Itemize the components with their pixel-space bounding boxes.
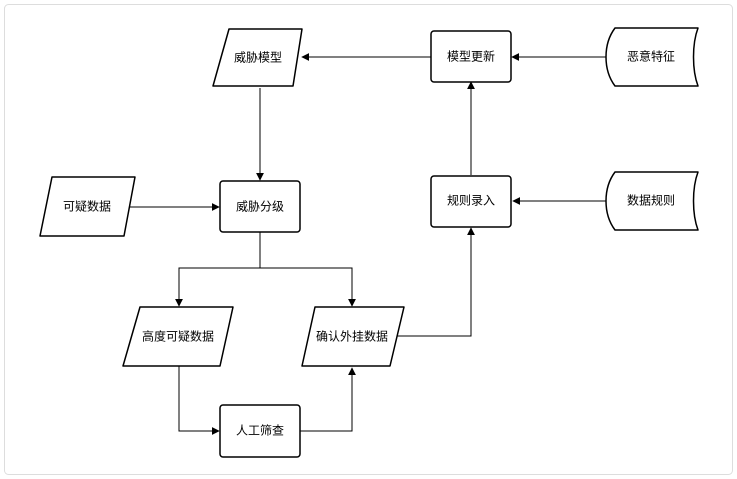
- node-model-update[interactable]: 模型更新: [430, 30, 512, 83]
- edge-highly-suspicious-to-manual-screening: [178, 366, 220, 435]
- edge-confirm-cheat-data-to-rule-entry: [394, 227, 475, 337]
- confirm-cheat-data-shape: [301, 306, 405, 367]
- threat-model-shape: [212, 28, 303, 87]
- suspicious-data-shape: [39, 176, 136, 237]
- malicious-features-shape: [605, 27, 699, 87]
- rule-entry-shape: [430, 175, 512, 228]
- threat-grading-shape: [219, 180, 301, 233]
- manual-screening-shape: [219, 404, 301, 458]
- threat-grading-label: 威胁分级: [236, 199, 284, 214]
- model-update-shape: [430, 30, 512, 83]
- node-rule-entry[interactable]: 规则录入: [430, 175, 512, 228]
- node-highly-suspicious-data[interactable]: 高度可疑数据: [122, 306, 234, 367]
- edge-manual-screening-to-confirm-cheat-data: [300, 367, 356, 432]
- threat-model-label: 威胁模型: [234, 50, 282, 65]
- node-manual-screening[interactable]: 人工筛查: [219, 404, 301, 458]
- edge-branch-to-highly-suspicious-data: [175, 267, 260, 307]
- node-suspicious-data[interactable]: 可疑数据: [39, 176, 136, 237]
- highly-suspicious-data-shape: [122, 306, 234, 367]
- node-threat-grading[interactable]: 威胁分级: [219, 180, 301, 233]
- edges: [128, 53, 606, 435]
- edge-branch-to-confirm-cheat-data: [260, 267, 356, 307]
- node-confirm-cheat-data[interactable]: 确认外挂数据: [301, 306, 405, 367]
- model-update-label: 模型更新: [447, 49, 495, 64]
- manual-screening-label: 人工筛查: [236, 423, 284, 438]
- rule-entry-label: 规则录入: [447, 193, 495, 208]
- node-threat-model[interactable]: 威胁模型: [212, 28, 303, 87]
- data-rules-shape: [605, 171, 699, 231]
- data-rules-label: 数据规则: [627, 193, 675, 208]
- confirm-cheat-data-label: 确认外挂数据: [316, 329, 388, 344]
- highly-suspicious-data-label: 高度可疑数据: [142, 329, 214, 344]
- suspicious-data-label: 可疑数据: [63, 199, 111, 214]
- node-data-rules[interactable]: 数据规则: [605, 171, 699, 231]
- node-malicious-features[interactable]: 恶意特征: [605, 27, 699, 87]
- malicious-features-label: 恶意特征: [627, 49, 675, 64]
